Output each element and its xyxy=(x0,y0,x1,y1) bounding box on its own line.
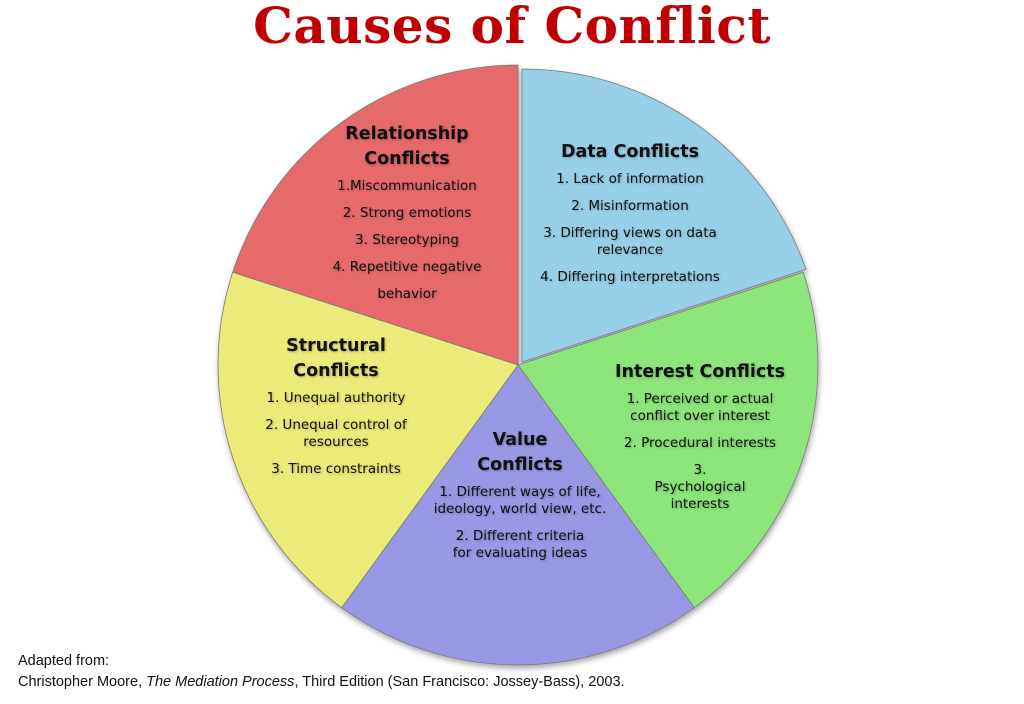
list-item: 1.Miscommunication xyxy=(337,178,477,194)
citation-book-title: The Mediation Process xyxy=(146,674,295,690)
list-item: 3. Stereotyping xyxy=(355,232,459,248)
list-item: behavior xyxy=(377,286,437,302)
relationship-conflicts-label: Relationship Conflicts 1.Miscommunicatio… xyxy=(300,122,514,313)
list-item: 2. Strong emotions xyxy=(342,205,472,221)
relationship-wedge xyxy=(232,64,519,366)
citation-intro: Adapted from: xyxy=(18,653,110,669)
data-heading: Data Conflicts xyxy=(560,142,700,162)
list-item: 1. Different ways of life, ideology, wor… xyxy=(433,484,607,517)
list-item: 1. Lack of information xyxy=(556,171,704,187)
list-item: 3. Differing views on data relevance xyxy=(543,225,717,258)
relationship-heading-line1: Relationship xyxy=(345,124,469,144)
data-wedge xyxy=(521,68,807,363)
interest-wedge xyxy=(517,271,819,609)
relationship-heading-line2: Conflicts xyxy=(364,149,450,169)
list-item: 2. Unequal control of resources xyxy=(265,417,407,450)
value-heading-line1: Value xyxy=(492,430,548,450)
value-wedge xyxy=(341,364,695,666)
list-item: 2. Different criteria for evaluating ide… xyxy=(452,528,588,561)
list-item: 2. Procedural interests xyxy=(623,435,777,451)
structural-heading-line1: Structural xyxy=(286,336,386,356)
value-conflicts-label: Value Conflicts 1. Different ways of lif… xyxy=(422,428,618,572)
data-conflicts-label: Data Conflicts 1. Lack of information 2.… xyxy=(520,140,740,296)
list-item: 1. Unequal authority xyxy=(266,390,406,406)
list-item: 3. Psychological interests xyxy=(654,462,746,512)
value-heading: Value Conflicts xyxy=(422,428,618,478)
structural-wedge xyxy=(217,271,519,609)
page-title: Causes of Conflict xyxy=(253,0,771,55)
citation-publisher: , Third Edition (San Francisco: Jossey-B… xyxy=(294,674,625,690)
list-item: 4. Differing interpretations xyxy=(540,269,720,285)
relationship-heading: Relationship Conflicts xyxy=(300,122,514,172)
structural-conflicts-label: Structural Conflicts 1. Unequal authorit… xyxy=(246,334,426,488)
citation-author: Christopher Moore, xyxy=(18,674,147,690)
list-item: 1. Perceived or actual conflict over int… xyxy=(626,391,774,424)
structural-heading-line2: Conflicts xyxy=(293,361,379,381)
structural-heading: Structural Conflicts xyxy=(246,334,426,384)
list-item: 3. Time constraints xyxy=(271,461,401,477)
list-item: 4. Repetitive negative xyxy=(332,259,482,275)
interest-heading: Interest Conflicts xyxy=(614,362,786,382)
list-item: 2. Misinformation xyxy=(571,198,689,214)
interest-conflicts-label: Interest Conflicts 1. Perceived or actua… xyxy=(608,360,792,523)
citation-reference: Christopher Moore, The Mediation Process… xyxy=(18,672,625,693)
value-heading-line2: Conflicts xyxy=(477,455,563,475)
citation: Adapted from: Christopher Moore, The Med… xyxy=(18,651,625,693)
